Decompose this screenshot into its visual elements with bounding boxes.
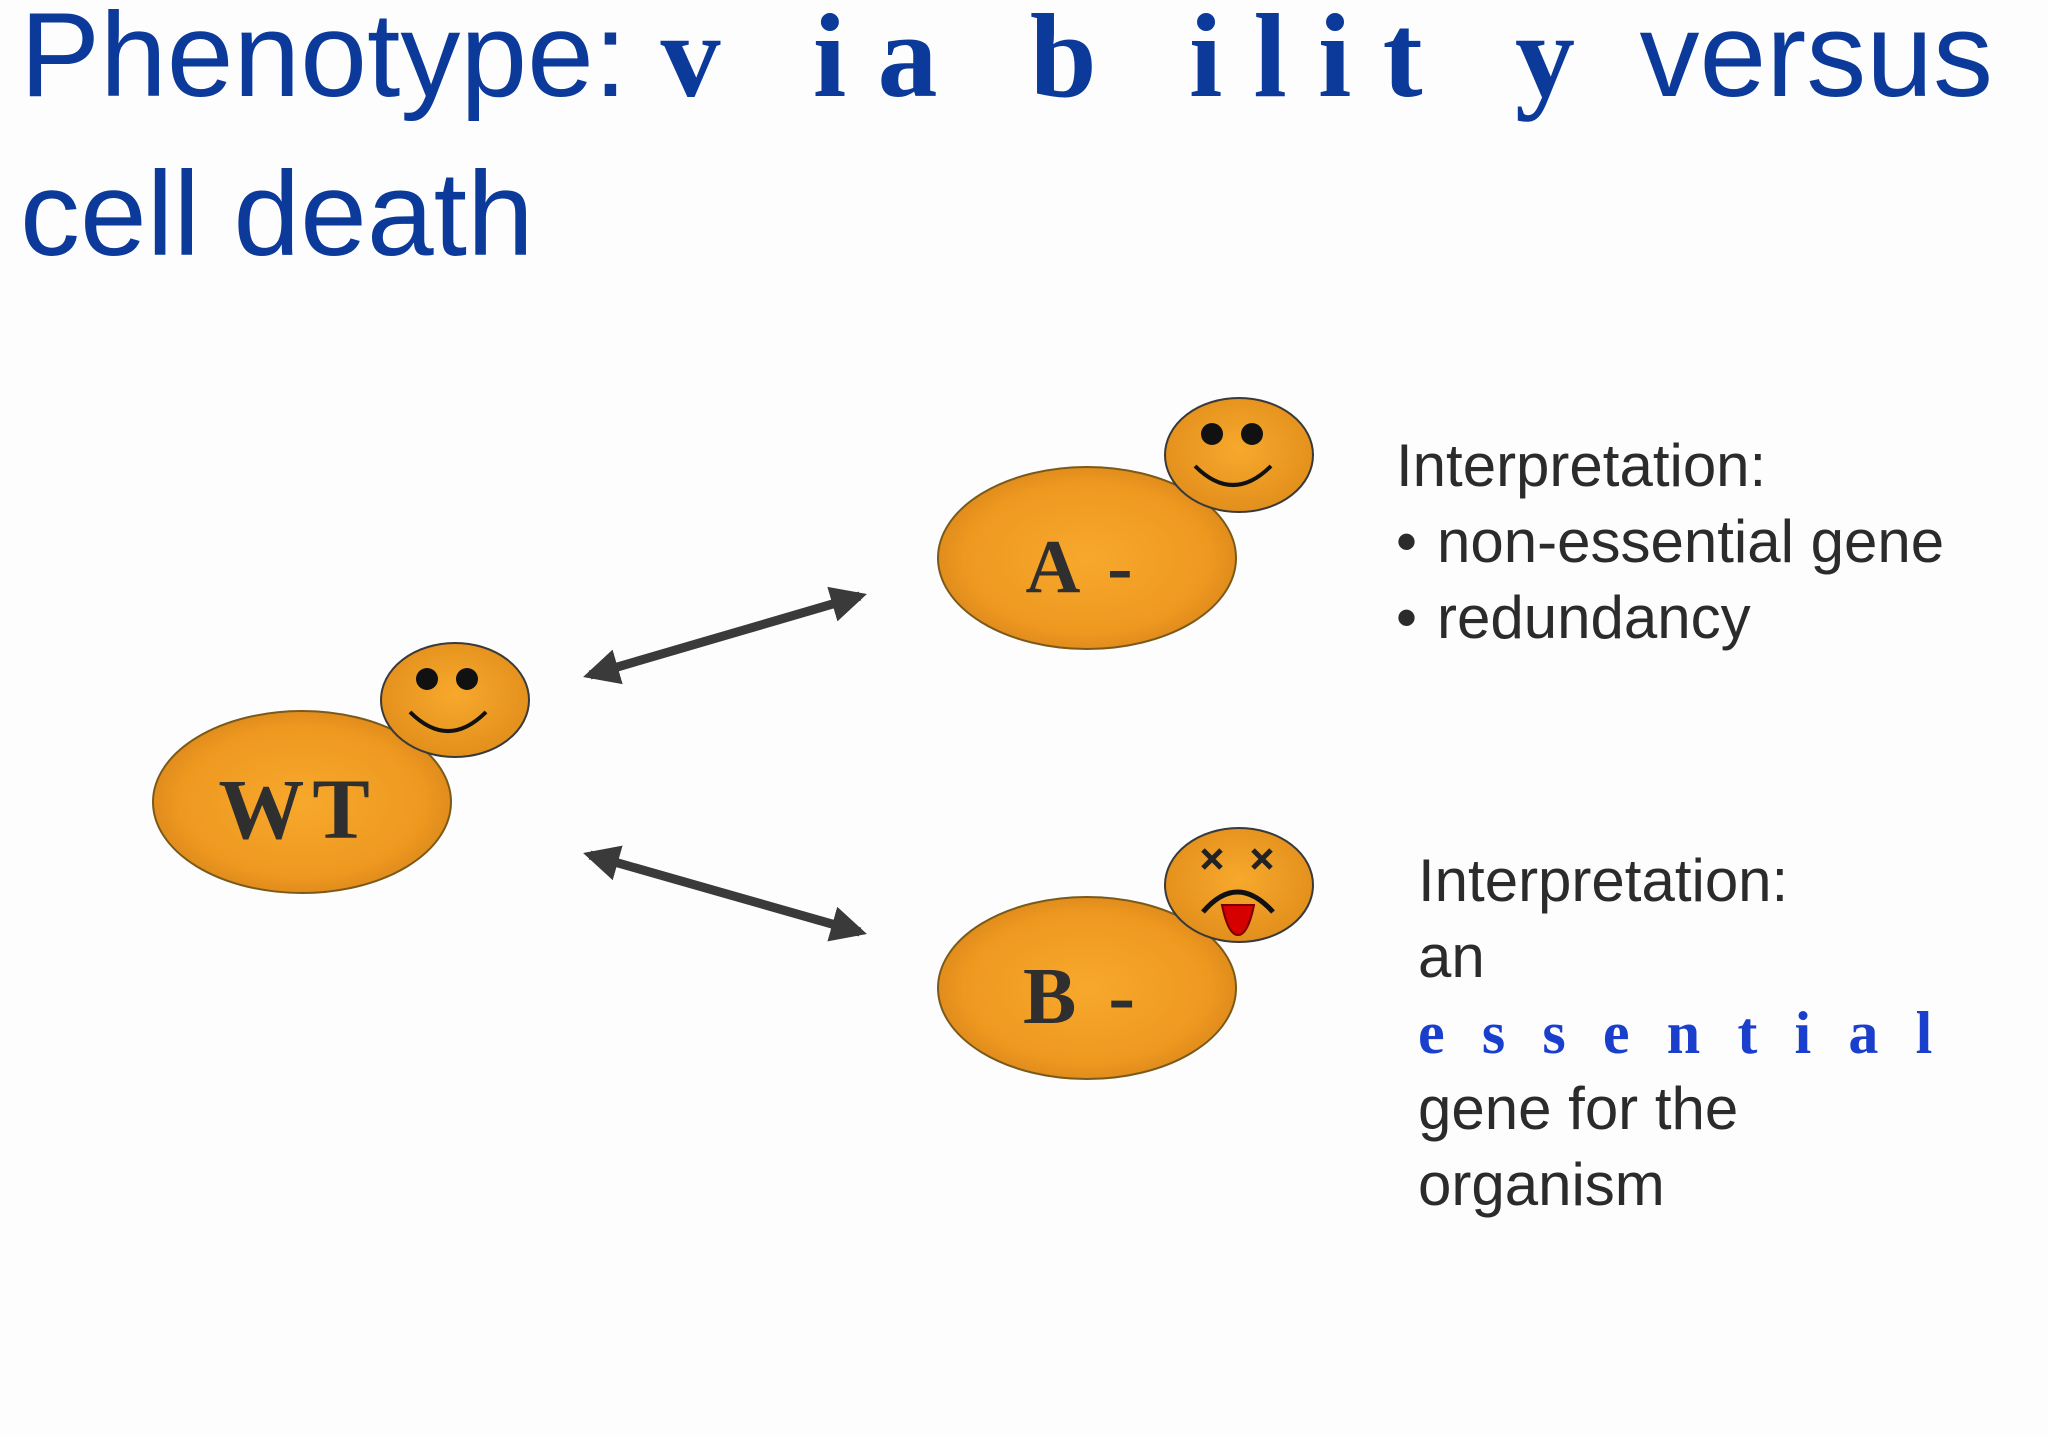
title-prefix: Phenotype: <box>20 0 661 122</box>
cell-b-label: B - <box>1023 953 1141 1041</box>
slide-title: Phenotype: v ia b ilit y versus cell dea… <box>20 0 2000 293</box>
interpretation-a-list: non-essential gene redundancy <box>1396 504 2016 656</box>
essential-emphasis: essential <box>1418 1000 1970 1066</box>
arrow-wt-b <box>583 845 867 942</box>
cell-a: A - <box>937 466 1237 650</box>
interpretation-b-heading: Interpretation: <box>1418 847 1789 914</box>
interpretation-a-item: non-essential gene <box>1396 504 2016 580</box>
smiley-face-icon <box>380 642 530 758</box>
interpretation-b: Interpretation: an essential gene for th… <box>1418 843 2018 1223</box>
cell-a-label: A - <box>1026 525 1139 609</box>
interpretation-b-line: organism <box>1418 1151 1665 1218</box>
interpretation-b-prefix: an <box>1418 923 1485 990</box>
cell-wt: WT <box>152 710 452 894</box>
dead-face-icon <box>1164 827 1314 943</box>
arrow-wt-a <box>583 586 867 685</box>
title-emphasis: v ia b ilit y <box>660 0 1607 122</box>
title-suffix: versus cell death <box>20 0 1993 281</box>
interpretation-a-heading: Interpretation: <box>1396 432 1767 499</box>
interpretation-a-item: redundancy <box>1396 580 2016 656</box>
interpretation-a: Interpretation: non-essential gene redun… <box>1396 428 2016 656</box>
cell-wt-label: WT <box>218 761 377 857</box>
interpretation-b-line: an essential <box>1418 919 2018 1071</box>
smiley-face-icon <box>1164 397 1314 513</box>
cell-b: B - <box>937 896 1237 1080</box>
interpretation-b-line: gene for the <box>1418 1075 1739 1142</box>
